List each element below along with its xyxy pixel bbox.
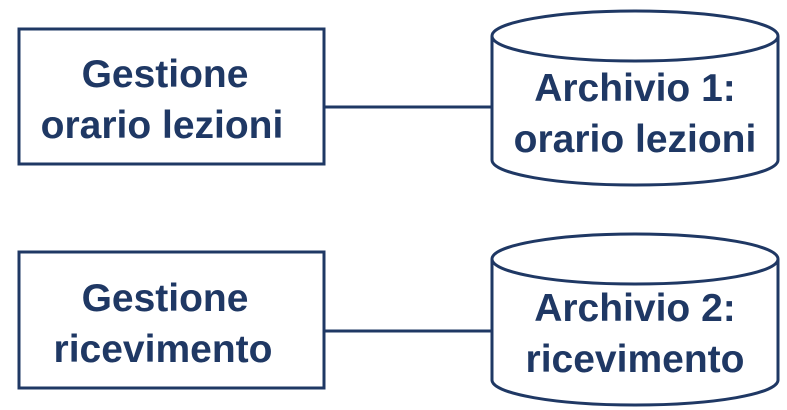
- process-box-1-line1: Gestione: [82, 53, 249, 96]
- process-box-2-line2: ricevimento: [54, 328, 273, 371]
- process-box-2: [17, 250, 326, 390]
- archive-cylinder-2: [490, 232, 780, 407]
- archive-cylinder-1-top: [490, 9, 780, 63]
- process-box-1: [17, 27, 326, 166]
- archive-cylinder-1-body: [490, 36, 780, 187]
- archive-cylinder-2-line2: ricevimento: [526, 338, 745, 381]
- archive-cylinder-2-body: [490, 259, 780, 407]
- row-2: Gestione ricevimento Archivio 2: ricevim…: [17, 232, 780, 407]
- archive-cylinder-1: [490, 9, 780, 187]
- archive-cylinder-2-line1: Archivio 2:: [534, 287, 736, 330]
- archive-cylinder-2-top: [490, 232, 780, 286]
- process-box-2-line1: Gestione: [82, 277, 249, 320]
- row-1: Gestione orario lezioni Archivio 1: orar…: [17, 9, 780, 187]
- process-box-1-line2: orario lezioni: [41, 104, 284, 147]
- archive-cylinder-1-line2: orario lezioni: [514, 118, 757, 161]
- archive-cylinder-1-line1: Archivio 1:: [534, 67, 736, 110]
